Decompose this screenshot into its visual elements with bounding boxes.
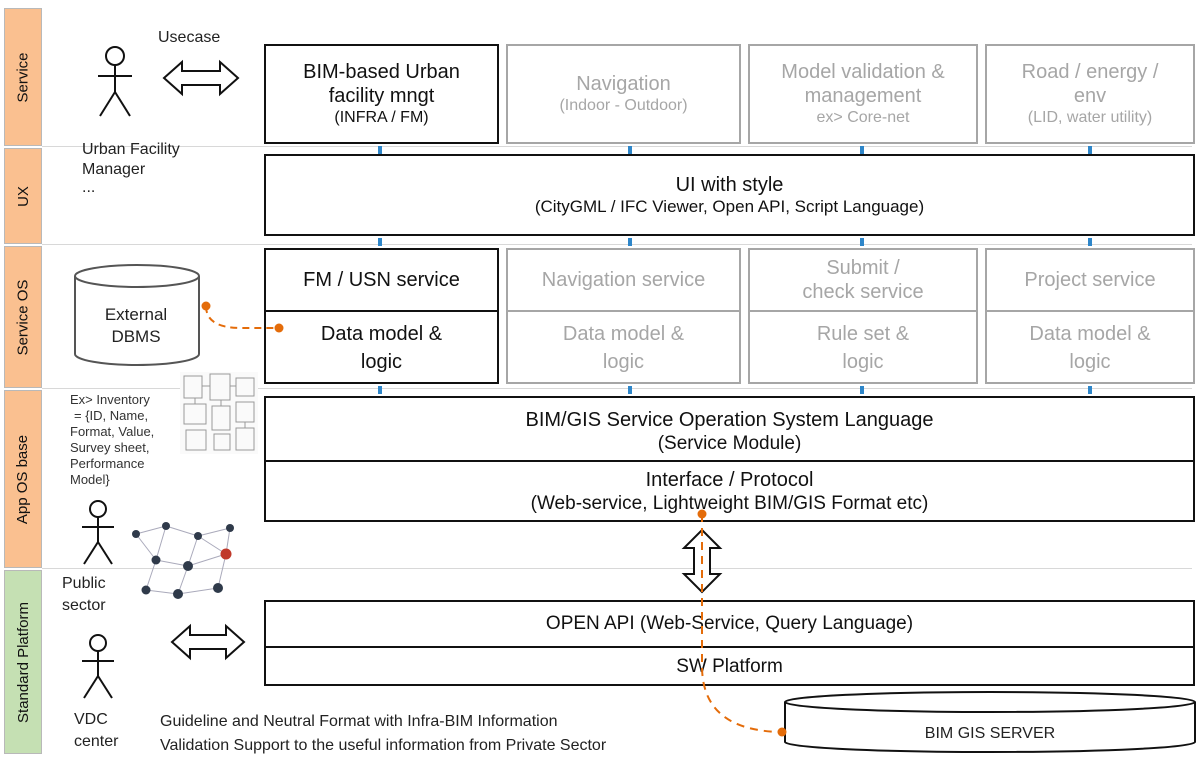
layer-label-service-os: Service OS bbox=[14, 279, 32, 355]
connector bbox=[628, 146, 632, 154]
inventory-note-3: Format, Value, bbox=[70, 424, 155, 439]
open-api-label: OPEN API (Web-Service, Query Language) bbox=[545, 613, 914, 634]
divider bbox=[266, 310, 497, 312]
layer-band-service: Service bbox=[4, 8, 42, 146]
service-os-top-label: Submit / check service bbox=[802, 257, 924, 303]
service-box-subtitle: (INFRA / FM) bbox=[334, 109, 429, 126]
connector bbox=[1088, 146, 1092, 154]
layer-band-app-os-base: App OS base bbox=[4, 390, 42, 568]
vdc-center-label-2: center bbox=[74, 733, 119, 750]
double-arrow-icon bbox=[170, 623, 246, 661]
service-box-subtitle: (Indoor - Outdoor) bbox=[559, 97, 688, 114]
interface-title: Interface / Protocol bbox=[645, 469, 814, 491]
external-dbms-label: External DBMS bbox=[104, 305, 168, 346]
service-box-road-energy: Road / energy / env (LID, water utility) bbox=[985, 44, 1195, 144]
ux-box: UI with style (CityGML / IFC Viewer, Ope… bbox=[264, 154, 1195, 236]
connector bbox=[860, 386, 864, 394]
service-box-title: BIM-based Urban facility mngt bbox=[303, 61, 460, 107]
footer-line-1: Guideline and Neutral Format with Infra-… bbox=[160, 713, 558, 730]
layer-separator bbox=[42, 388, 1192, 389]
double-arrow-icon bbox=[162, 59, 240, 97]
connector bbox=[378, 238, 382, 246]
layer-label-ux: UX bbox=[14, 185, 32, 207]
os-language-box: BIM/GIS Service Operation System Languag… bbox=[264, 396, 1195, 522]
person-icon bbox=[98, 46, 132, 117]
service-os-top-label: FM / USN service bbox=[303, 269, 460, 291]
service-os-box-navigation: Navigation service Data model & logic bbox=[506, 248, 741, 384]
server-label: BIM GIS SERVER bbox=[924, 725, 1056, 742]
data-flow-link bbox=[697, 509, 787, 737]
divider bbox=[266, 646, 1193, 648]
service-box-model-validation: Model validation & management ex> Core-n… bbox=[748, 44, 978, 144]
inventory-note-2: = {ID, Name, bbox=[74, 408, 149, 423]
inventory-note-4: Survey sheet, bbox=[70, 440, 150, 455]
layer-label-app-os-base: App OS base bbox=[14, 434, 32, 524]
service-os-box-fm-usn: FM / USN service Data model & logic bbox=[264, 248, 499, 384]
service-box-title: Navigation bbox=[576, 73, 671, 95]
divider bbox=[750, 310, 976, 312]
layer-separator bbox=[42, 146, 1192, 147]
person-icon bbox=[82, 500, 114, 565]
connector bbox=[1088, 238, 1092, 246]
service-os-bottom-label: Data model & logic bbox=[562, 323, 685, 373]
vdc-center-label-1: VDC bbox=[74, 711, 108, 728]
service-os-bottom-label: Data model & logic bbox=[320, 323, 443, 373]
service-os-box-project: Project service Data model & logic bbox=[985, 248, 1195, 384]
service-os-box-submit-check: Submit / check service Rule set & logic bbox=[748, 248, 978, 384]
os-language-subtitle: (Service Module) bbox=[657, 433, 802, 454]
service-box-title: Model validation & management bbox=[781, 61, 945, 107]
document-thumbnail-icon bbox=[180, 372, 258, 454]
layer-band-ux: UX bbox=[4, 148, 42, 244]
connector bbox=[628, 238, 632, 246]
person-icon bbox=[82, 634, 114, 699]
urban-manager-label-3: ... bbox=[82, 179, 96, 196]
divider bbox=[987, 310, 1193, 312]
database-icon bbox=[74, 264, 200, 366]
layer-band-standard-platform: Standard Platform bbox=[4, 570, 42, 754]
service-box-subtitle: ex> Core-net bbox=[816, 109, 910, 126]
layer-label-service: Service bbox=[14, 51, 32, 103]
connector bbox=[378, 386, 382, 394]
divider bbox=[266, 460, 1193, 462]
os-language-title: BIM/GIS Service Operation System Languag… bbox=[525, 409, 934, 431]
usecase-label: Usecase bbox=[158, 29, 221, 46]
public-sector-label-2: sector bbox=[62, 597, 106, 614]
service-os-top-label: Project service bbox=[1024, 269, 1156, 291]
connector bbox=[1088, 386, 1092, 394]
urban-manager-label-2: Manager bbox=[82, 161, 146, 178]
connector bbox=[628, 386, 632, 394]
inventory-note-6: Model} bbox=[70, 472, 110, 487]
service-box-navigation: Navigation (Indoor - Outdoor) bbox=[506, 44, 741, 144]
interface-subtitle: (Web-service, Lightweight BIM/GIS Format… bbox=[530, 493, 929, 514]
service-box-title: Road / energy / env bbox=[1021, 61, 1159, 107]
network-graph-icon bbox=[132, 522, 234, 599]
layer-band-service-os: Service OS bbox=[4, 246, 42, 388]
layer-separator bbox=[42, 244, 1192, 245]
ux-subtitle: (CityGML / IFC Viewer, Open API, Script … bbox=[534, 197, 925, 216]
service-box-urban-facility: BIM-based Urban facility mngt (INFRA / F… bbox=[264, 44, 499, 144]
server-database-icon bbox=[784, 691, 1196, 753]
public-sector-label-1: Public bbox=[62, 575, 106, 592]
layer-separator bbox=[42, 568, 1192, 569]
urban-manager-label-1: Urban Facility bbox=[82, 141, 180, 158]
service-box-subtitle: (LID, water utility) bbox=[1027, 109, 1153, 126]
service-os-bottom-label: Rule set & logic bbox=[816, 323, 910, 373]
footer-line-2: Validation Support to the useful informa… bbox=[160, 737, 607, 754]
connector bbox=[860, 238, 864, 246]
inventory-note-1: Ex> Inventory bbox=[70, 392, 150, 407]
connector bbox=[860, 146, 864, 154]
service-os-bottom-label: Data model & logic bbox=[1029, 323, 1151, 373]
connector bbox=[378, 146, 382, 154]
inventory-note-5: Performance bbox=[70, 456, 145, 471]
layer-label-standard-platform: Standard Platform bbox=[14, 601, 32, 723]
service-os-top-label: Navigation service bbox=[541, 269, 706, 291]
ux-title: UI with style bbox=[675, 174, 784, 196]
divider bbox=[508, 310, 739, 312]
dbms-link bbox=[201, 301, 284, 333]
